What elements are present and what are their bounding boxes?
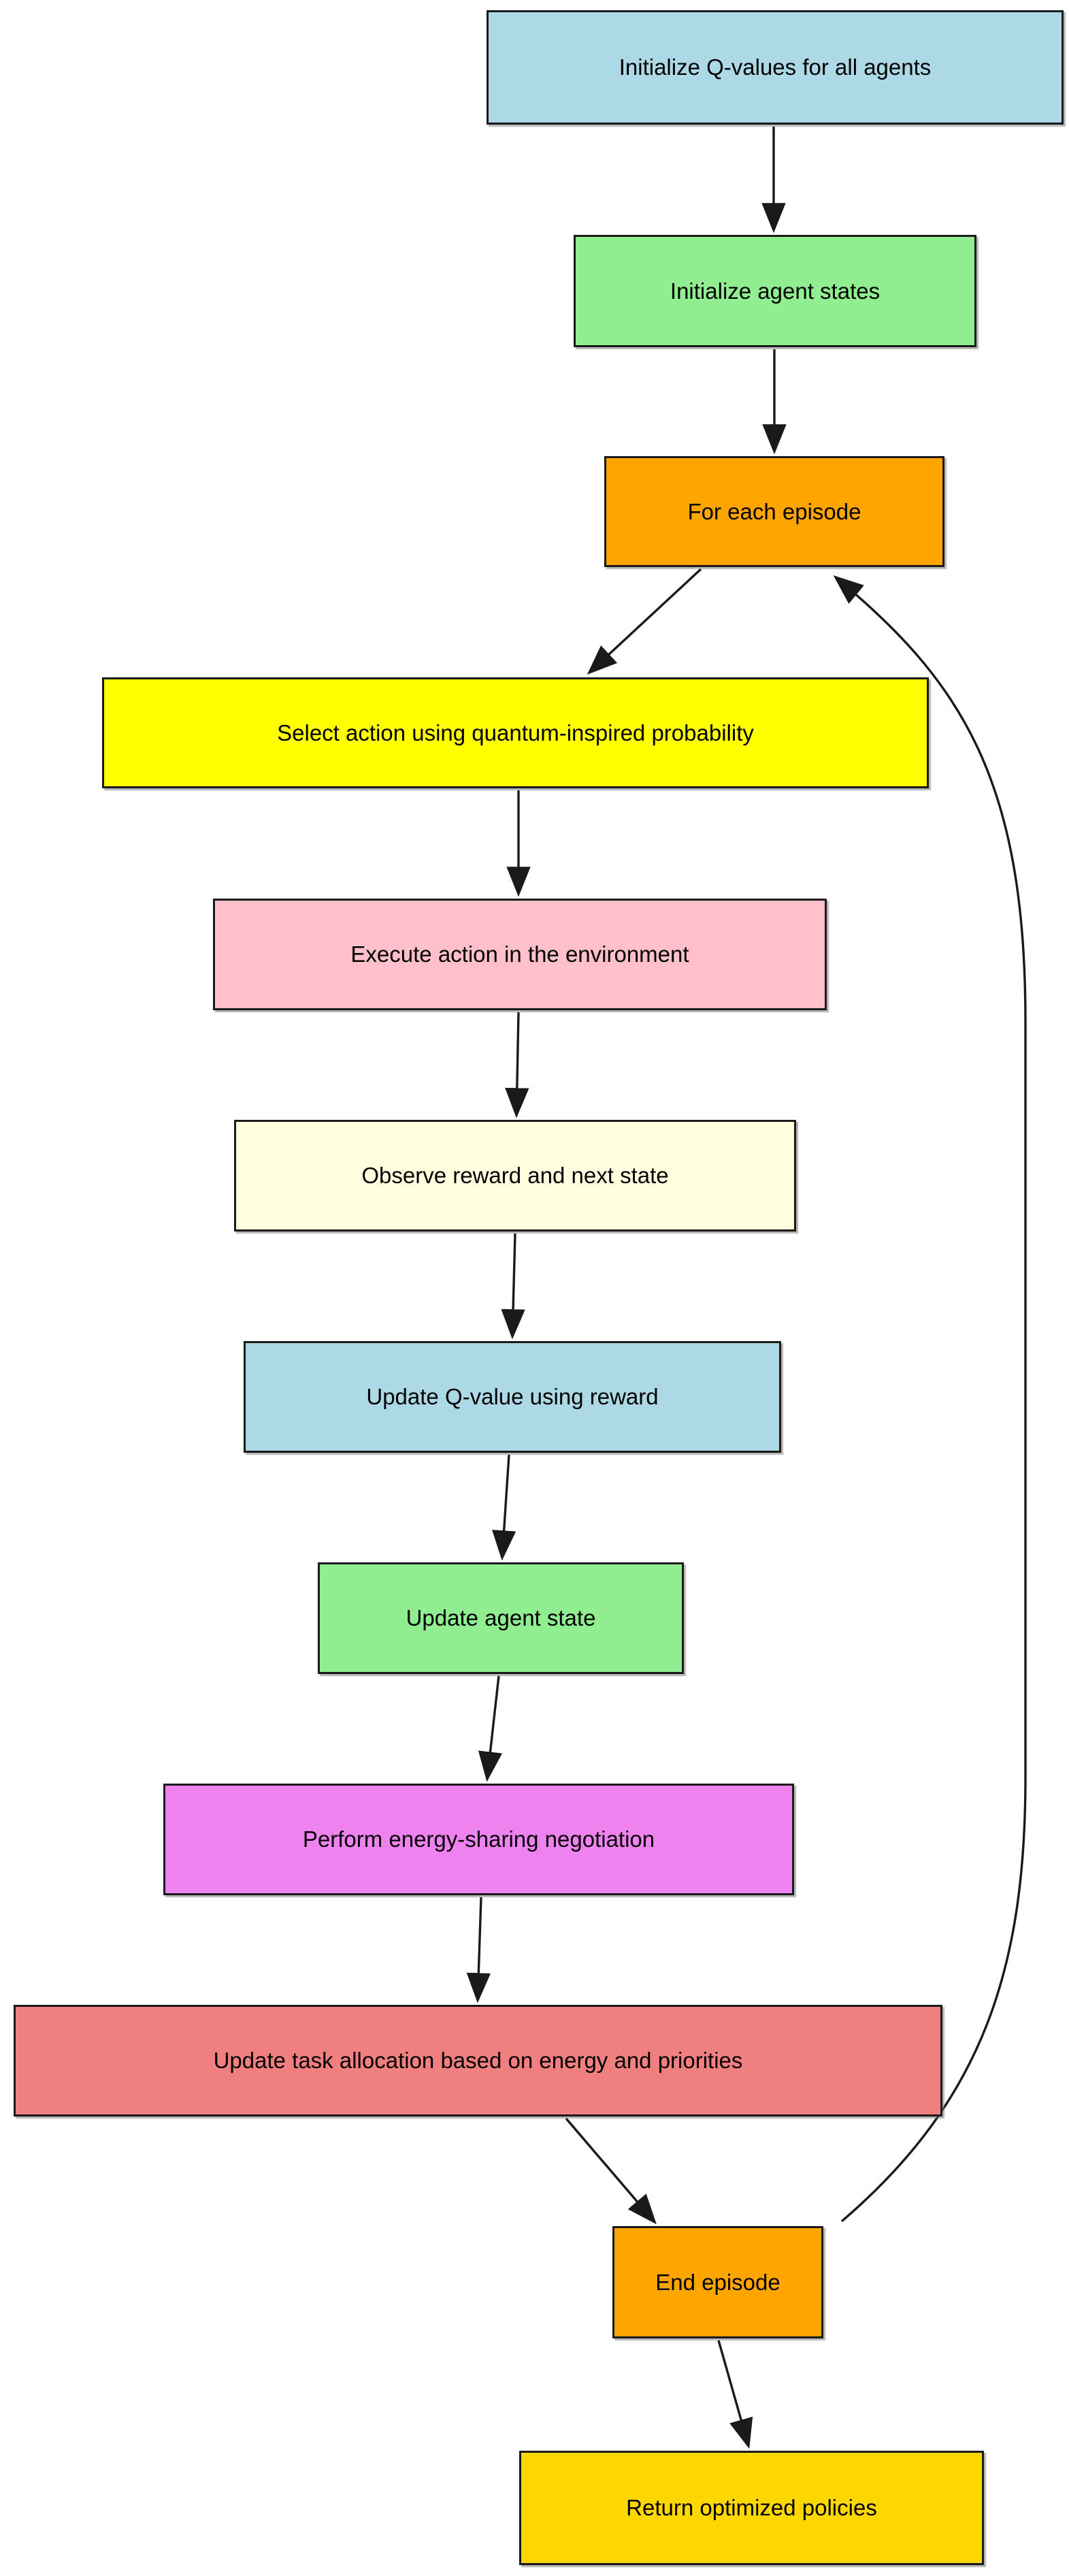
node-execute-action: Execute action in the environment: [213, 899, 827, 1010]
node-for-each-episode: For each episode: [604, 456, 944, 567]
edge-end-episode-to-for-each-episode: [833, 575, 1027, 2223]
edge-execute-action-to-observe-reward: [505, 1012, 529, 1118]
node-init-q: Initialize Q-values for all agents: [487, 10, 1064, 125]
node-label: Update Q-value using reward: [366, 1384, 659, 1410]
node-energy-sharing: Perform energy-sharing negotiation: [163, 1784, 794, 1895]
edge-update-q-to-update-state: [491, 1454, 516, 1561]
node-init-states: Initialize agent states: [574, 235, 976, 347]
node-label: Select action using quantum-inspired pro…: [277, 720, 754, 745]
edge-for-each-episode-to-select-action: [587, 568, 702, 675]
node-label: For each episode: [687, 498, 861, 524]
node-label: End episode: [655, 2269, 780, 2295]
node-label: Initialize Q-values for all agents: [619, 54, 932, 80]
node-return-policies: Return optimized policies: [519, 2451, 984, 2565]
node-label: Execute action in the environment: [350, 941, 689, 967]
node-label: Return optimized policies: [626, 2495, 877, 2521]
node-update-q: Update Q-value using reward: [244, 1341, 781, 1453]
edge-task-allocation-to-end-episode: [565, 2117, 657, 2225]
node-observe-reward: Observe reward and next state: [234, 1120, 796, 1231]
node-label: Observe reward and next state: [361, 1163, 669, 1189]
node-update-state: Update agent state: [318, 1562, 684, 1674]
node-end-episode: End episode: [612, 2226, 823, 2338]
edge-end-episode-to-return-policies: [717, 2340, 753, 2449]
edge-update-state-to-energy-sharing: [478, 1675, 503, 1782]
node-label: Update task allocation based on energy a…: [213, 2048, 743, 2074]
node-select-action: Select action using quantum-inspired pro…: [102, 677, 929, 788]
node-label: Perform energy-sharing negotiation: [302, 1826, 655, 1852]
node-label: Update agent state: [406, 1605, 596, 1631]
edge-observe-reward-to-update-q: [501, 1233, 525, 1340]
edge-energy-sharing-to-task-allocation: [466, 1897, 491, 2003]
node-task-allocation: Update task allocation based on energy a…: [14, 2005, 942, 2116]
node-label: Initialize agent states: [670, 278, 881, 304]
